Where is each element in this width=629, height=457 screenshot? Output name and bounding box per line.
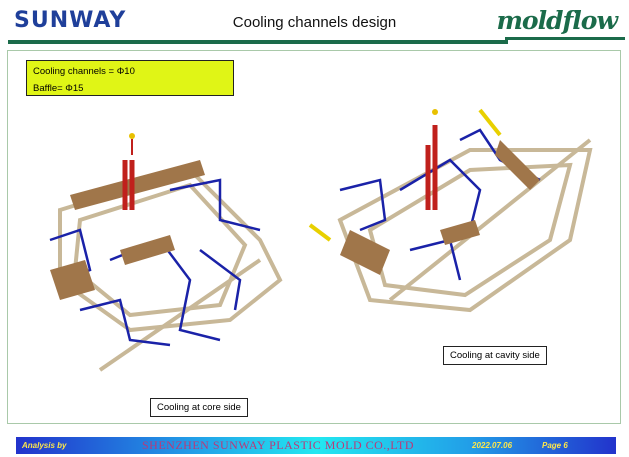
- core-side-caption: Cooling at core side: [150, 398, 248, 417]
- baffle-diameter: Baffle= Φ15: [33, 83, 84, 94]
- header-divider: [8, 40, 508, 44]
- cavity-side-cooling-diagram: [308, 108, 593, 313]
- footer-date: 2022.07.06: [472, 441, 513, 450]
- sunway-logo: SUNWAY: [14, 8, 127, 33]
- core-side-cooling-diagram: [49, 133, 283, 372]
- page-title: Cooling channels design: [232, 14, 397, 31]
- channel-diameter: Cooling channels = Φ10: [33, 66, 135, 77]
- cavity-side-caption: Cooling at cavity side: [443, 346, 547, 365]
- footer-company: SHENZHEN SUNWAY PLASTIC MOLD CO.,LTD: [142, 438, 415, 452]
- spec-note: Cooling channels = Φ10 Baffle= Φ15: [26, 60, 234, 96]
- footer-page-number: Page 6: [542, 441, 568, 450]
- footer-bar: Analysis by SHENZHEN SUNWAY PLASTIC MOLD…: [16, 437, 616, 454]
- content-frame: [7, 50, 621, 424]
- header-divider-right: [505, 37, 625, 40]
- moldflow-logo: moldflow: [496, 6, 618, 35]
- footer-analysis-label: Analysis by: [22, 441, 67, 450]
